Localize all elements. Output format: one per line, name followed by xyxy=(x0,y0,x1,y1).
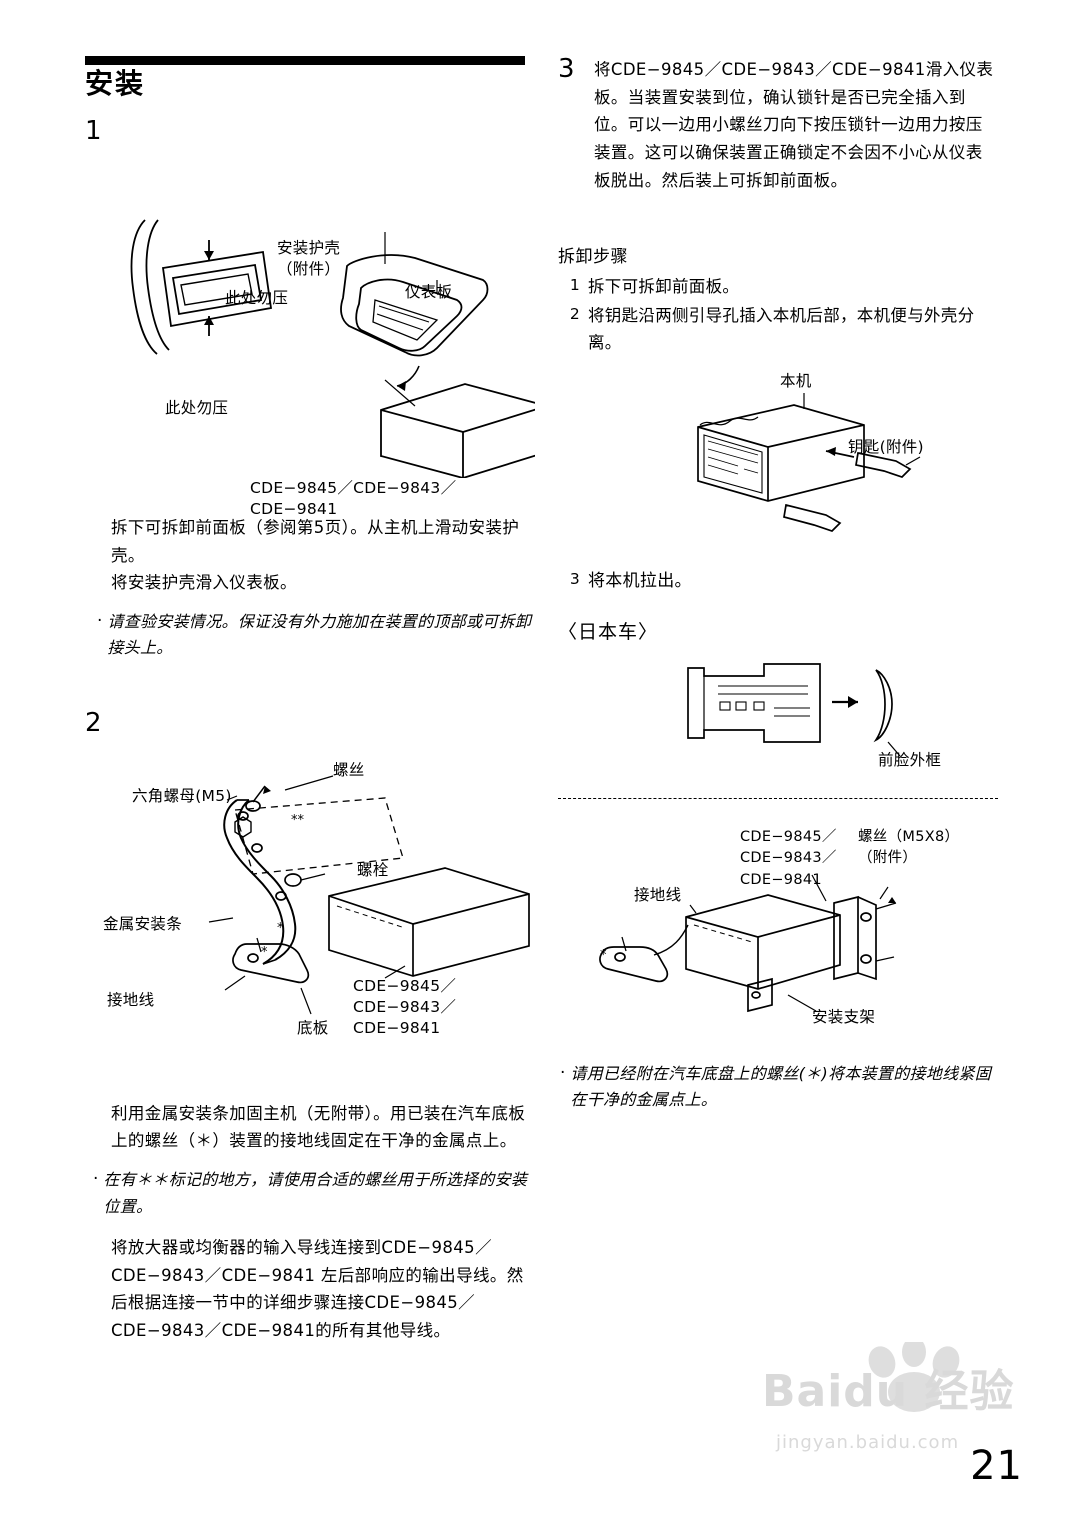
figure-removal-drawing xyxy=(697,392,921,532)
removal-step-3: 3 将本机拉出。 xyxy=(558,567,998,595)
label-screw-bracket: 螺丝（M5X8） （附件） xyxy=(858,828,960,867)
svg-text:**: ** xyxy=(291,813,305,828)
bullet-icon: · xyxy=(560,1062,566,1083)
watermark-main-text: Baidu 经验 xyxy=(762,1366,1015,1417)
figure-removal: 本机 钥匙(附件) xyxy=(558,365,998,565)
watermark-sub-text: jingyan.baidu.com xyxy=(776,1432,960,1453)
removal-step-3-text: 将本机拉出。 xyxy=(588,570,692,591)
section-divider xyxy=(558,797,998,799)
label-bolt: 螺栓 xyxy=(357,860,389,879)
label-metal-strap: 金属安装条 xyxy=(103,914,183,933)
bullet-icon: · xyxy=(93,1169,99,1190)
step-2-number: 2 xyxy=(85,707,102,738)
step-2-text-1: 利用金属安装条加固主机（无附带）。用已装在汽车底板上的螺丝（＊）装置的接地线固定… xyxy=(111,1103,526,1151)
label-dashboard: 仪表板 xyxy=(405,282,453,301)
caption-model-step1: CDE−9845／CDE−9843／CDE−9841 xyxy=(250,478,457,518)
figure-bracket-drawing: * xyxy=(599,874,897,1012)
step-1-text-1: 拆下可拆卸前面板（参阅第5页）。从主机上滑动安装护壳。 xyxy=(111,517,520,565)
label-do-not-press-top: 此处勿压 xyxy=(225,288,289,307)
label-ground-lead-bracket: 接地线 xyxy=(634,885,682,904)
label-do-not-press-bottom: 此处勿压 xyxy=(165,398,229,417)
removal-title: 拆卸步骤 xyxy=(558,247,628,267)
step-1-number: 1 xyxy=(85,115,102,146)
japanese-car-title: 〈日本车〉 xyxy=(558,620,659,643)
section-heading: 安装 xyxy=(85,56,535,100)
page-number: 21 xyxy=(970,1443,1023,1489)
bullet-icon: · xyxy=(97,610,103,631)
figure-bracket: * CDE−9845／ CDE−9843／ CDE−9841 螺丝（M5X8） … xyxy=(558,809,998,1059)
step-2-text-2: 将放大器或均衡器的输入导线连接到CDE−9845／CDE−9843／CDE−98… xyxy=(111,1237,524,1341)
figure-step-2-drawing: ** * * xyxy=(208,775,530,1014)
removal-steps-list: 1 拆下可拆卸前面板。 2 将钥匙沿两侧引导孔插入本机后部，本机便与外壳分离。 xyxy=(558,273,998,357)
figure-japanese-car-drawing xyxy=(687,662,901,757)
svg-text:*: * xyxy=(600,948,607,963)
right-column: 3 将CDE−9845／CDE−9843／CDE−9841滑入仪表板。当装置安装… xyxy=(558,56,998,1113)
label-key: 钥匙(附件) xyxy=(848,437,924,456)
removal-step-3-num: 3 xyxy=(569,569,580,588)
label-floor: 底板 xyxy=(297,1018,329,1037)
removal-item-1-text: 拆下可拆卸前面板。 xyxy=(588,277,740,296)
figure-japanese-car: 前脸外框 xyxy=(558,650,998,780)
step-1-note: · 请查验安装情况。保证没有外力施加在装置的顶部或可拆卸接头上。 xyxy=(97,609,535,662)
step-3-block: 3 将CDE−9845／CDE−9843／CDE−9841滑入仪表板。当装置安装… xyxy=(558,56,998,236)
step-3-text: 将CDE−9845／CDE−9843／CDE−9841滑入仪表板。当装置安装到位… xyxy=(594,60,994,190)
bracket-note: · 请用已经附在汽车底盘上的螺丝(＊)将本装置的接地线紧固在干净的金属点上。 xyxy=(560,1061,998,1114)
figure-step-1-drawing xyxy=(130,219,535,478)
label-hex-nut: 六角螺母(M5) xyxy=(132,786,232,805)
list-item: 2 将钥匙沿两侧引导孔插入本机后部，本机便与外壳分离。 xyxy=(558,302,998,356)
japanese-car-block: 〈日本车〉 xyxy=(558,617,998,799)
paw-icon xyxy=(868,1342,960,1412)
svg-text:*: * xyxy=(277,921,284,936)
label-unit: 本机 xyxy=(780,371,812,390)
list-item: 1 拆下可拆卸前面板。 xyxy=(558,273,998,300)
step-2-block: 2 xyxy=(85,710,535,1345)
removal-block: 拆卸步骤 1 拆下可拆卸前面板。 2 将钥匙沿两侧引导孔插入本机后部，本机便与外… xyxy=(558,242,998,595)
step-3-number: 3 xyxy=(558,54,575,84)
label-bracket: 安装支架 xyxy=(812,1007,876,1026)
label-ground-lead: 接地线 xyxy=(107,990,155,1009)
figure-step-1: 此处勿压 此处勿压 安装护壳 （附件） 仪表板 CDE−9845／CDE−984… xyxy=(85,148,535,518)
step-2-note: · 在有＊＊标记的地方，请使用合适的螺丝用于所选择的安装位置。 xyxy=(93,1167,535,1220)
removal-item-1-num: 1 xyxy=(569,276,580,294)
svg-text:*: * xyxy=(261,945,268,960)
removal-item-2-num: 2 xyxy=(569,305,580,324)
figure-step-2: ** * * 螺丝 六角螺母(M5) 螺栓 金属安装条 接地线 CDE−9845… xyxy=(85,738,535,1098)
label-screw: 螺丝 xyxy=(333,760,365,779)
left-column: 安装 1 xyxy=(85,56,535,1345)
label-model-step2: CDE−9845／CDE−9843／ CDE−9841 xyxy=(353,976,457,1037)
step-1-block: 1 xyxy=(85,118,535,662)
step-1-note-text: 请查验安装情况。保证没有外力施加在装置的顶部或可拆卸接头上。 xyxy=(107,611,532,658)
heading-rule xyxy=(85,56,525,65)
step-1-text-2: 将安装护壳滑入仪表板。 xyxy=(111,573,297,593)
bracket-note-text: 请用已经附在汽车底盘上的螺丝(＊)将本装置的接地线紧固在干净的金属点上。 xyxy=(570,1063,991,1110)
label-front-frame: 前脸外框 xyxy=(878,750,942,769)
page-title: 安装 xyxy=(85,67,146,100)
step-2-note-text: 在有＊＊标记的地方，请使用合适的螺丝用于所选择的安装位置。 xyxy=(103,1170,528,1216)
label-mounting-sleeve: 安装护壳 （附件） xyxy=(277,238,341,278)
label-model-bracket: CDE−9845／ CDE−9843／ CDE−9841 xyxy=(740,828,837,889)
bracket-block: * CDE−9845／ CDE−9843／ CDE−9841 螺丝（M5X8） … xyxy=(558,809,998,1114)
removal-item-2-text: 将钥匙沿两侧引导孔插入本机后部，本机便与外壳分离。 xyxy=(588,306,975,353)
